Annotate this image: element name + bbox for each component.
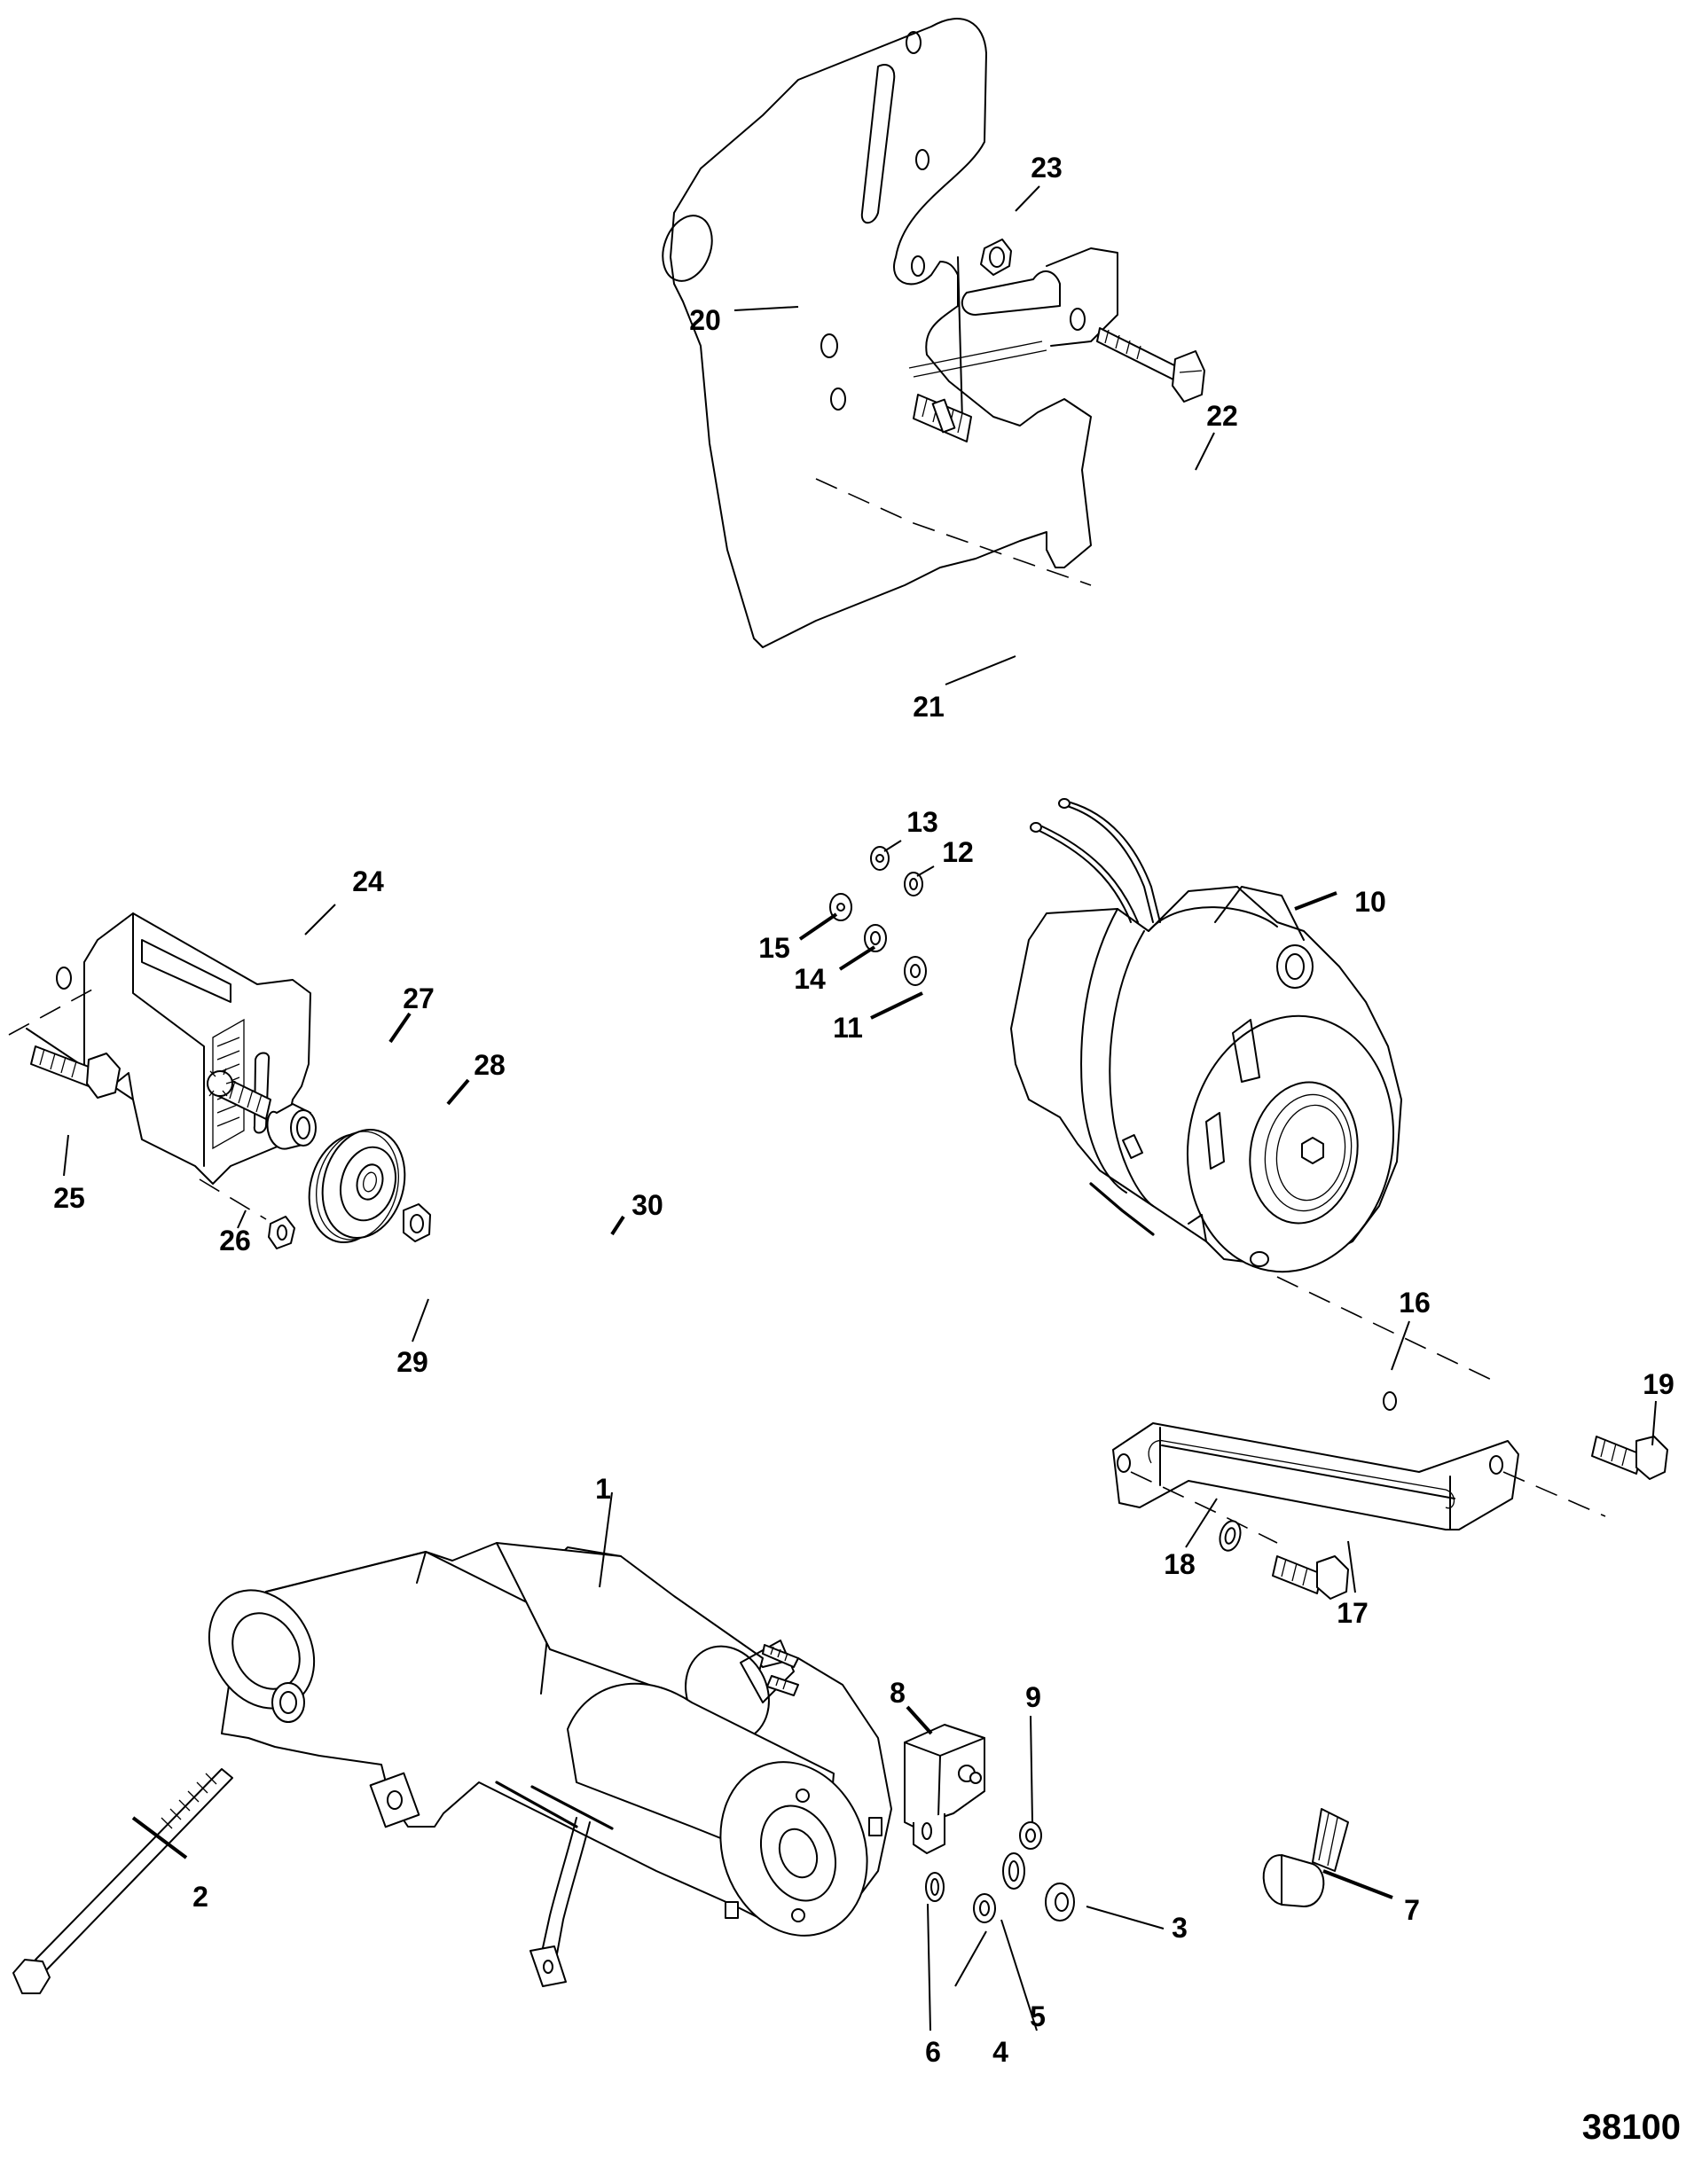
alignment-line: [1276, 1276, 1500, 1384]
nut-drawing: [1045, 1883, 1075, 1922]
callout-24: 24: [352, 865, 384, 897]
callout-16: 16: [1399, 1287, 1431, 1319]
flange-nut-drawing: [403, 1203, 431, 1242]
nut-drawing: [980, 239, 1012, 276]
callout-22: 22: [1206, 400, 1238, 432]
lock-washer-drawing: [925, 1872, 945, 1902]
callout-1: 1: [595, 1473, 611, 1505]
callout-8: 8: [890, 1677, 906, 1709]
callout-6: 6: [925, 2036, 941, 2068]
lock-washer-drawing: [1219, 1520, 1242, 1552]
alternator-brace-drawing: [1112, 1391, 1519, 1530]
spacer-drawing: [266, 1103, 317, 1150]
callout-21: 21: [913, 691, 945, 723]
callout-2: 2: [192, 1881, 208, 1913]
alignment-line: [815, 478, 1092, 586]
callout-20: 20: [689, 304, 721, 336]
screw-drawing: [1591, 1436, 1668, 1480]
callout-25: 25: [53, 1182, 85, 1214]
bolt-drawing: [1096, 327, 1205, 403]
lock-washer-drawing: [864, 924, 887, 952]
callout-26: 26: [219, 1225, 251, 1256]
alternator-drawing: [1010, 886, 1402, 1273]
callout-11: 11: [833, 1012, 863, 1044]
callout-15: 15: [758, 932, 790, 964]
alternator-bracket-drawing: [662, 18, 1118, 648]
stud-drawing: [913, 394, 972, 442]
screw-drawing: [30, 1045, 121, 1099]
washer-drawing: [904, 872, 923, 896]
callout-9: 9: [1025, 1681, 1041, 1713]
alternator-wires-drawing: [1030, 798, 1161, 923]
callout-27: 27: [403, 982, 435, 1014]
idler-pulley-drawing: [308, 1128, 406, 1244]
nut-drawing: [973, 1893, 996, 1923]
terminal-boot-drawing: [1262, 1808, 1349, 1907]
callout-18: 18: [1164, 1548, 1196, 1580]
callout-4: 4: [992, 2036, 1008, 2068]
callout-29: 29: [396, 1346, 428, 1378]
screw-drawing: [1272, 1555, 1349, 1600]
washer-drawing: [904, 956, 927, 986]
callout-13: 13: [906, 806, 938, 838]
idler-bracket-drawing: [26, 912, 311, 1185]
callout-23: 23: [1031, 152, 1063, 184]
callout-30: 30: [631, 1189, 663, 1221]
callout-5: 5: [1030, 2000, 1046, 2032]
figure-number: 38100: [1582, 2108, 1681, 2147]
callout-17: 17: [1337, 1597, 1369, 1629]
leader-lines: [63, 185, 1657, 2031]
callout-19: 19: [1643, 1368, 1675, 1400]
long-bolt-drawing: [12, 1768, 233, 1994]
idler-stud-drawing: [207, 1068, 271, 1120]
callout-10: 10: [1354, 886, 1386, 918]
nut-drawing: [1019, 1821, 1042, 1850]
callout-28: 28: [474, 1049, 506, 1081]
alignment-line: [8, 983, 267, 1220]
callout-3: 3: [1172, 1912, 1188, 1944]
callout-12: 12: [942, 836, 974, 868]
callout-7: 7: [1404, 1894, 1420, 1926]
nut-drawing: [268, 1216, 295, 1249]
terminal-block-drawing: [904, 1724, 985, 1854]
callouts: 1 2 3 4 5 6 7 8 9 10 11 12 13 14 15 16 1…: [53, 152, 1681, 2147]
lock-washer-drawing: [1002, 1852, 1025, 1890]
callout-14: 14: [794, 963, 826, 995]
alignment-line: [1130, 1471, 1606, 1544]
starter-motor-drawing: [208, 1542, 892, 1987]
nut-drawing: [870, 846, 890, 871]
